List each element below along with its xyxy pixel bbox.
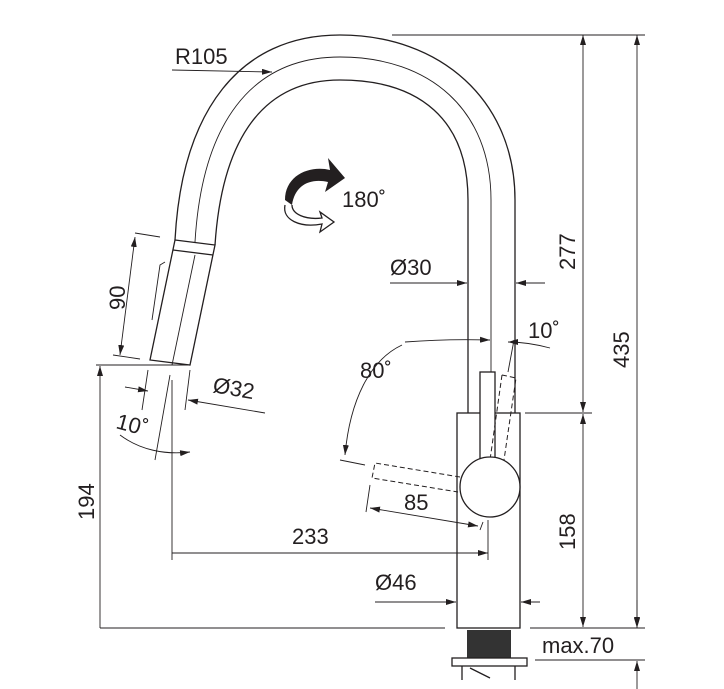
body-diameter-label: Ø46 xyxy=(375,570,417,595)
swivel-angle-label: 180˚ xyxy=(342,187,386,212)
spout-diameter-label: Ø30 xyxy=(390,255,432,280)
faucet-body xyxy=(371,371,521,629)
rotation-arrow-icon xyxy=(284,158,345,234)
outlet-height-label: 194 xyxy=(74,483,99,520)
spout-height-label: 277 xyxy=(555,233,580,270)
head-length-label: 90 xyxy=(105,286,130,310)
spray-head xyxy=(149,239,216,366)
body-height-label: 158 xyxy=(555,513,580,550)
lever-angle-right-label: 10˚ xyxy=(528,318,560,343)
mounting-thread xyxy=(451,630,528,680)
dimension-lines xyxy=(96,34,645,689)
total-height-label: 435 xyxy=(609,331,634,368)
reach-label: 233 xyxy=(292,524,329,549)
radius-label: R105 xyxy=(175,44,228,69)
spout xyxy=(174,34,516,413)
max-deck-thickness-label: max.70 xyxy=(542,633,614,658)
lever-angle-left-label: 80˚ xyxy=(360,358,392,383)
head-diameter-label: Ø32 xyxy=(211,372,256,404)
lever-length-label: 85 xyxy=(404,490,428,515)
head-angle-label: 10˚ xyxy=(114,409,151,441)
